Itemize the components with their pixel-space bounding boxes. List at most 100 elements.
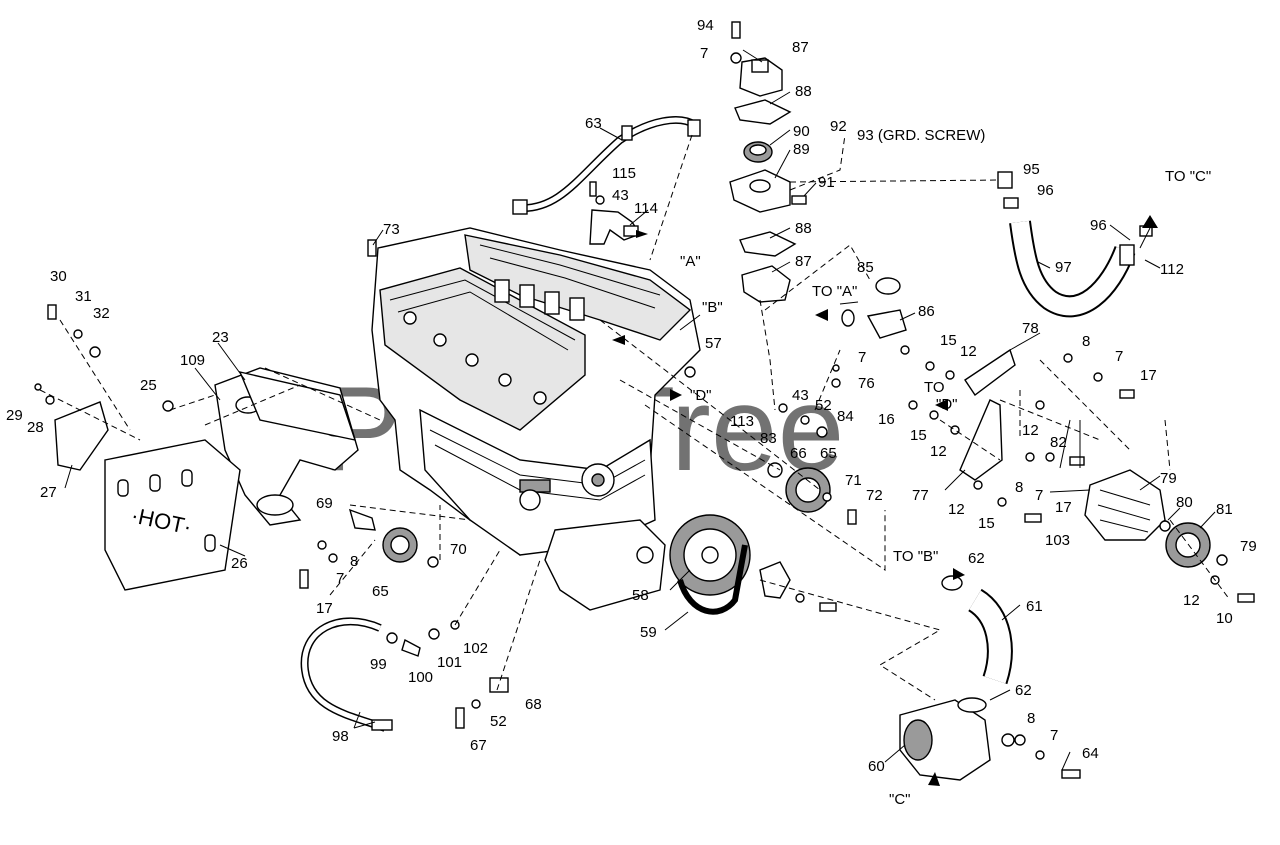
to-d-label-line2: "D" [936, 396, 957, 413]
callout-61: 61 [1026, 598, 1043, 615]
callout-92: 92 [830, 118, 847, 135]
callout-97: 97 [1055, 259, 1072, 276]
callout-64: 64 [1082, 745, 1099, 762]
breather-hose-98 [300, 617, 393, 732]
callout-25: 25 [140, 377, 157, 394]
callout-17c: 17 [316, 600, 333, 617]
callout-73: 73 [383, 221, 400, 238]
callout-67: 67 [470, 737, 487, 754]
callout-79b: 79 [1240, 538, 1257, 555]
callout-87b: 87 [795, 253, 812, 270]
reference-c: "C" [889, 791, 910, 808]
reference-arrows [612, 215, 1158, 786]
callout-60: 60 [868, 758, 885, 775]
callout-109: 109 [180, 352, 205, 369]
callout-52b: 52 [490, 713, 507, 730]
callout-98: 98 [332, 728, 349, 745]
callout-59: 59 [640, 624, 657, 641]
callout-43b: 43 [792, 387, 809, 404]
elbow-fitting-114 [589, 209, 642, 245]
callout-12: 12 [960, 343, 977, 360]
callout-83: 83 [760, 430, 777, 447]
radiator-hose-61 [941, 575, 1013, 685]
alternator-79 [1084, 469, 1228, 568]
callout-65: 65 [820, 445, 837, 462]
crankshaft-pulley-58 [669, 514, 751, 596]
callout-28: 28 [27, 419, 44, 436]
callout-91: 91 [818, 174, 835, 191]
callout-80: 80 [1176, 494, 1193, 511]
callout-84: 84 [837, 408, 854, 425]
callout-114: 114 [634, 200, 658, 217]
water-pump-60 [899, 697, 1015, 781]
assembly-lines [39, 134, 1231, 701]
callout-7: 7 [700, 45, 708, 62]
callout-76: 76 [858, 375, 875, 392]
callout-66: 66 [790, 445, 807, 462]
callout-30: 30 [50, 268, 67, 285]
to-b-arrow-icon [953, 568, 965, 580]
callout-7b: 7 [858, 349, 866, 366]
callout-7e: 7 [336, 570, 344, 587]
callout-15b: 15 [910, 427, 927, 444]
callout-79: 79 [1160, 470, 1177, 487]
callout-63: 63 [585, 115, 602, 132]
callout-86: 86 [918, 303, 935, 320]
callout-8c: 8 [350, 553, 358, 570]
callout-96b: 96 [1090, 217, 1107, 234]
idler-bracket-69 [348, 508, 376, 531]
callout-12e: 12 [1183, 592, 1200, 609]
callout-85: 85 [857, 259, 874, 276]
callout-15: 15 [940, 332, 957, 349]
coolant-hose-97 [997, 171, 1153, 318]
callout-62: 62 [968, 550, 985, 567]
callout-81: 81 [1216, 501, 1233, 518]
callout-113: 113 [730, 413, 754, 430]
callout-43: 43 [612, 187, 629, 204]
callout-94: 94 [697, 17, 714, 34]
callout-78: 78 [1022, 320, 1039, 337]
fasteners [34, 181, 1255, 779]
callout-93: 93 (GRD. SCREW) [857, 127, 985, 144]
callout-88: 88 [795, 83, 812, 100]
callout-103: 103 [1045, 532, 1070, 549]
callout-31: 31 [75, 288, 92, 305]
callout-87: 87 [792, 39, 809, 56]
callout-17: 17 [1140, 367, 1157, 384]
reference-d: "D" [690, 387, 711, 404]
callout-77: 77 [912, 487, 929, 504]
to-d-label-line1: TO [924, 379, 945, 396]
heat-shield-26: ·HOT· [104, 439, 241, 591]
coolant-fitting-85-86 [841, 277, 907, 339]
callout-58: 58 [632, 587, 649, 604]
callout-29: 29 [6, 407, 23, 424]
callout-57: 57 [705, 335, 722, 352]
pulley-65-lower [382, 527, 418, 563]
callout-23: 23 [212, 329, 229, 346]
callout-12b: 12 [930, 443, 947, 460]
callout-52: 52 [815, 397, 832, 414]
callout-17b: 17 [1055, 499, 1072, 516]
callout-99: 99 [370, 656, 387, 673]
reference-a: "A" [680, 253, 701, 270]
callout-69: 69 [316, 495, 333, 512]
engine-block [371, 227, 701, 611]
heat-shield-27 [54, 401, 109, 471]
pulley-65-upper [767, 462, 831, 513]
callout-112: 112 [1160, 261, 1184, 278]
callout-68: 68 [525, 696, 542, 713]
to-d-arrow-icon [935, 399, 948, 411]
callout-71: 71 [845, 472, 862, 489]
callout-72: 72 [866, 487, 883, 504]
callout-16: 16 [878, 411, 895, 428]
callout-10: 10 [1216, 610, 1233, 627]
breather-hose-63 [512, 116, 701, 215]
drive-belt-59 [677, 544, 748, 615]
callout-102: 102 [463, 640, 488, 657]
callout-8: 8 [1082, 333, 1090, 350]
callout-12c: 12 [1022, 422, 1039, 439]
callout-32: 32 [93, 305, 110, 322]
callout-65b: 65 [372, 583, 389, 600]
leader-lines [64, 49, 1216, 771]
